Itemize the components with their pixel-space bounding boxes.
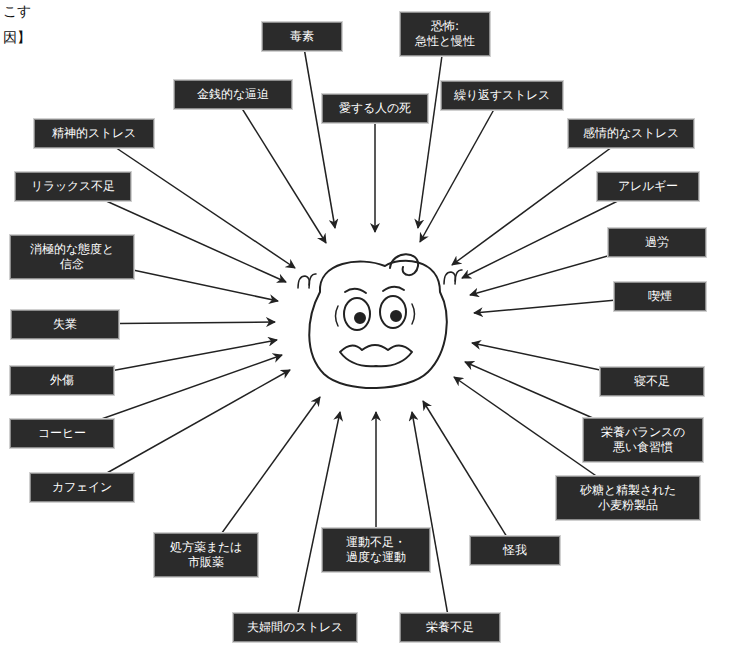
arrow (420, 95, 502, 242)
face-outline (309, 261, 447, 388)
pupil (355, 313, 365, 323)
cause-text: 毒素 (271, 29, 333, 44)
cause-box: リラックス不足 (15, 172, 131, 201)
cause-text: 外傷 (19, 373, 105, 388)
cause-text: カフェイン (39, 480, 125, 495)
cause-box: 金銭的な逼迫 (174, 80, 292, 109)
arrow (206, 397, 320, 555)
cause-box: コーヒー (10, 419, 114, 448)
cause-text: 処方薬または 市販薬 (163, 540, 249, 570)
sweat-mark (298, 276, 310, 288)
cause-box: 栄養バランスの 悪い食習慣 (583, 418, 703, 462)
arrow (423, 401, 515, 550)
cause-box: 喫煙 (614, 282, 706, 311)
cut-off-heading: 因】 (3, 29, 31, 46)
cause-text: 運動不足・ 過度な運動 (331, 535, 421, 565)
sweat-mark (455, 270, 462, 281)
cause-text: 栄養不足 (409, 620, 491, 635)
cause-text: 感情的なストレス (577, 126, 685, 141)
arrow (295, 412, 340, 627)
pupil (391, 311, 401, 321)
cause-box: 砂糖と精製された 小麦粉製品 (556, 476, 700, 520)
cause-text: 栄養バランスの 悪い食習慣 (592, 425, 694, 455)
cause-text: 失業 (20, 317, 110, 332)
cause-text: 金銭的な逼迫 (183, 87, 283, 102)
arrow (412, 412, 450, 627)
cause-text: 過労 (617, 235, 697, 250)
cause-text: 繰り返すストレス (450, 88, 554, 103)
cause-box: 恐怖: 急性と慢性 (400, 12, 490, 56)
tremble-line (412, 304, 415, 324)
arrow (418, 34, 445, 228)
arrow (302, 36, 335, 228)
cause-box: 毒素 (262, 22, 342, 51)
cause-box: 夫婦間のストレス (233, 613, 357, 642)
cause-box: カフェイン (30, 473, 134, 502)
sweat-mark (444, 272, 456, 284)
cause-text: 寝不足 (609, 374, 695, 389)
arrow (233, 94, 326, 243)
cause-text: 砂糖と精製された 小麦粉製品 (565, 483, 691, 513)
cause-text: コーヒー (19, 426, 105, 441)
cause-box: 外傷 (10, 366, 114, 395)
cause-text: 喫煙 (623, 289, 697, 304)
cause-text: 愛する人の死 (331, 101, 419, 116)
cause-box: 繰り返すストレス (441, 81, 563, 110)
eye (380, 296, 406, 328)
cause-box: 消極的な態度と 信念 (10, 235, 134, 279)
cause-text: 恐怖: 急性と慢性 (409, 19, 481, 49)
eyebrow (383, 287, 404, 291)
arrow (374, 108, 376, 232)
cause-box: アレルギー (597, 172, 699, 201)
cause-text: 怪我 (479, 543, 551, 558)
cause-text: 夫婦間のストレス (242, 620, 348, 635)
cause-box: 寝不足 (600, 367, 704, 396)
tremble-line (336, 306, 339, 326)
cause-text: 精神的ストレス (43, 126, 145, 141)
eye (344, 298, 370, 330)
hair-curl (390, 254, 418, 275)
cause-box: 愛する人の死 (322, 94, 428, 123)
cause-box: 失業 (11, 310, 119, 339)
cause-box: 栄養不足 (400, 613, 500, 642)
cause-box: 感情的なストレス (568, 119, 694, 148)
sweat-mark (309, 274, 316, 285)
cause-box: 怪我 (470, 536, 560, 565)
eyebrow (345, 289, 366, 293)
cause-text: アレルギー (606, 179, 690, 194)
cause-box: 運動不足・ 過度な運動 (322, 528, 430, 572)
cause-text: リラックス不足 (24, 179, 122, 194)
cause-box: 過労 (608, 228, 706, 257)
cut-off-heading: こす (3, 3, 31, 20)
cause-box: 処方薬または 市販薬 (154, 533, 258, 577)
cause-text: 消極的な態度と 信念 (19, 242, 125, 272)
cause-box: 精神的ストレス (34, 119, 154, 148)
mouth (340, 345, 412, 366)
